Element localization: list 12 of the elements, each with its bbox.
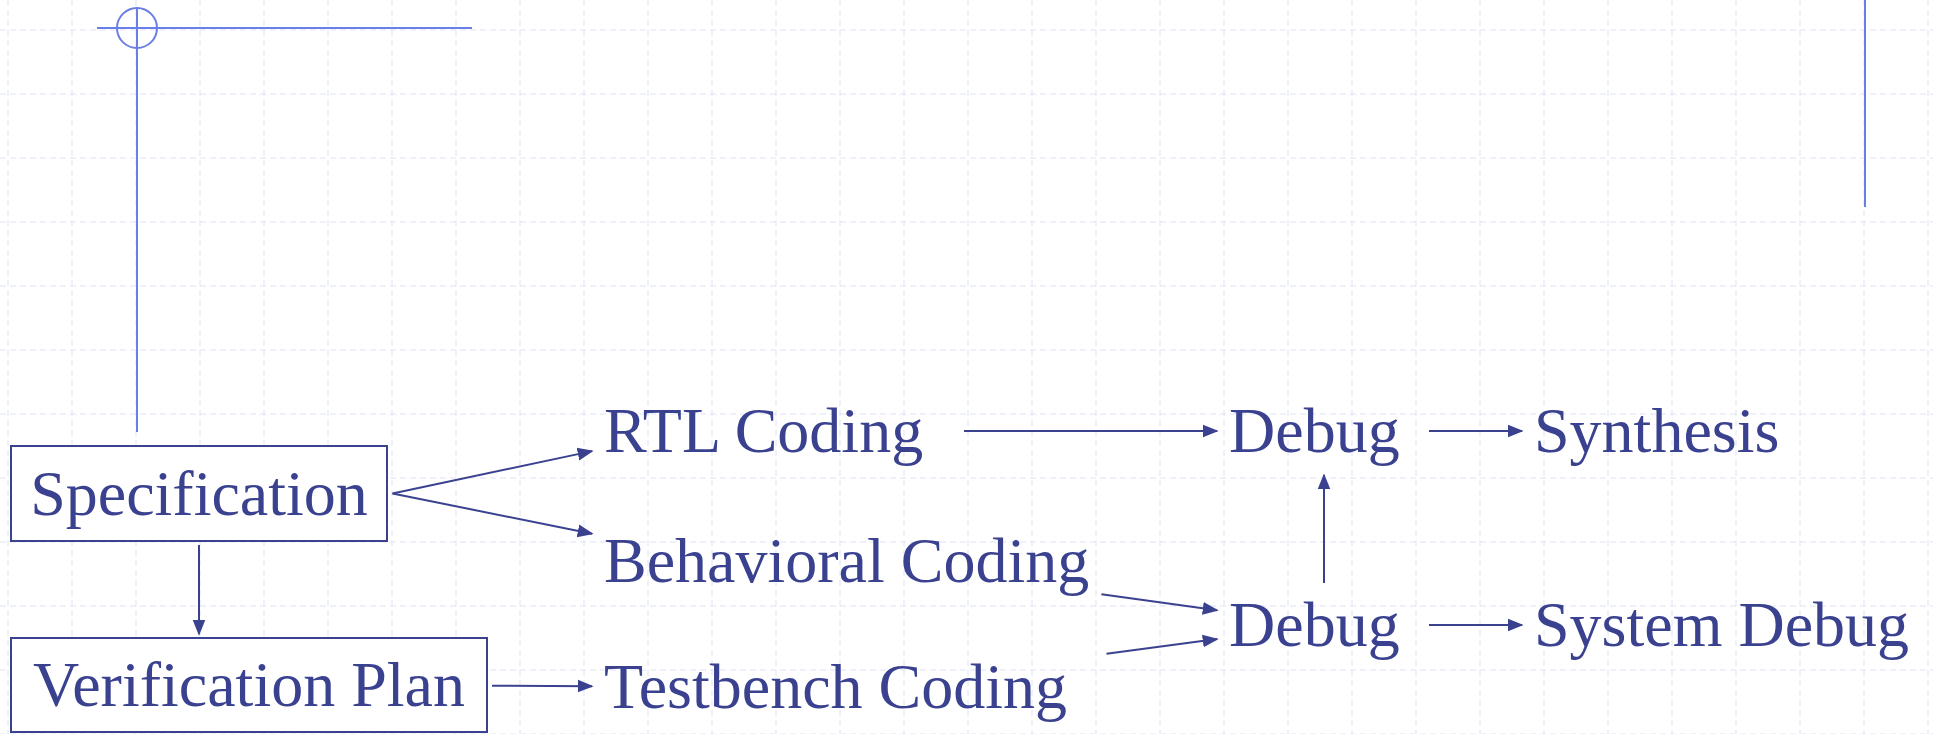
process-box: Specification	[10, 445, 388, 542]
arrow	[192, 543, 206, 636]
arrow	[1317, 473, 1331, 584]
arrow	[963, 424, 1219, 438]
arrow	[1105, 634, 1219, 655]
arrow	[391, 492, 594, 538]
arrow	[391, 447, 594, 495]
process-box: Verification Plan	[10, 637, 488, 733]
arrow	[491, 679, 594, 693]
arrow	[1428, 424, 1524, 438]
arrow	[1428, 618, 1524, 632]
arrow	[1100, 593, 1219, 615]
